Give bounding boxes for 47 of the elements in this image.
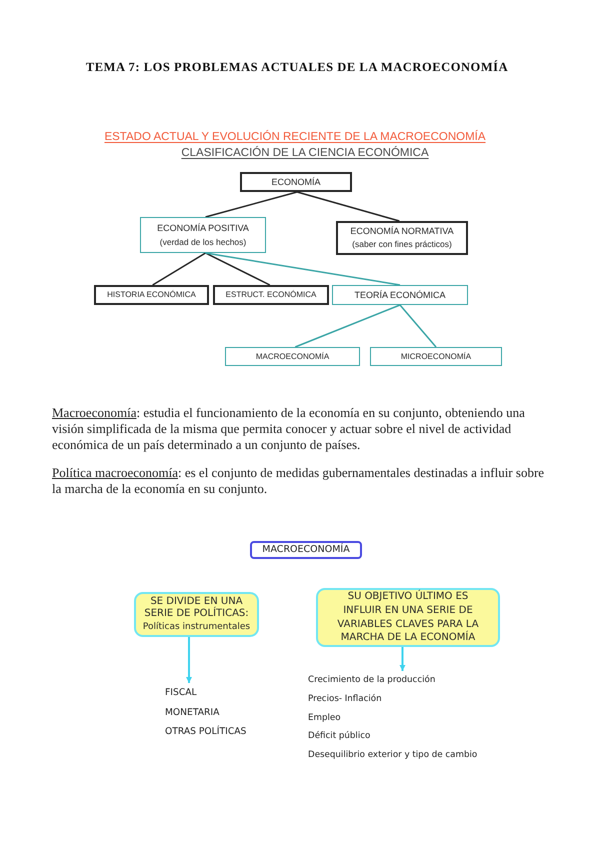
note-subtext: Políticas instrumentales [142,620,250,634]
connector-line [399,304,437,348]
page-title: TEMA 7: LOS PROBLEMAS ACTUALES DE LA MACROECONOMÍA [86,59,508,75]
box-subtitle: (saber con fines prácticos) [352,240,452,250]
connector-line [205,252,270,286]
section-heading: ESTADO ACTUAL Y EVOLUCIÓN RECIENTE DE LA MACROECONOMÍA [104,130,486,144]
concept-box [140,217,266,253]
concept-box [94,285,209,305]
connector-line [296,191,400,222]
box-title: HISTORIA ECONÓMICA [107,290,196,300]
list-item: Desequilibrio exterior y tipo de cambio [308,749,478,762]
arrow [399,647,406,671]
box-title: ESTRUCT. ECONÓMICA [226,290,316,300]
box-title: ECONOMÍA POSITIVA [157,222,249,233]
concept-box [213,285,329,305]
box-title: MICROECONOMÍA [400,352,472,362]
definition-paragraph: Política macroeconomía: es el conjunto de medidas gubernamentales destinadas a influir sobre la marcha de la economía en su conjunto. [52,465,546,497]
section-heading: CLASIFICACIÓN DE LA CIENCIA ECONÓMICA [181,146,429,160]
note-text: SU OBJETIVO ÚLTIMO ES INFLUIR EN UNA SERIE DE VARIABLES CLAVES PARA LA MARCHA DE LA ECONOMÍA [336,590,480,645]
box-title: MACROECONOMÍA [256,352,330,362]
concept-box [336,221,468,255]
list-item: MONETARIA [165,706,220,720]
list-item: OTRAS POLÍTICAS [165,724,246,739]
list-item: FISCAL [165,686,197,700]
box-subtitle: (verdad de los hechos) [160,238,246,248]
note-box [134,592,259,637]
note-box [316,588,500,647]
list-item: Precios- Inflación [308,692,382,706]
concept-box [240,172,352,192]
box-title: TEORÍA ECONÓMICA [354,290,446,300]
box-title: ECONOMÍA [271,176,320,188]
box-title: MACROECONOMÍA [262,544,350,556]
list-item: Crecimiento de la producción [308,674,436,687]
list-item: Empleo [308,712,341,725]
connector-line [152,252,206,286]
note-text: SE DIVIDE EN UNA SERIE DE POLÍTICAS: [143,596,250,621]
connector-line [205,252,400,286]
definition-paragraph: Macroeconomía: estudia el funcionamiento de la economía en su conjunto, obteniendo una visión simplificada de la misma que permita conocer y actuar sobre el nivel de actividad económica de un país determinado a un conjunto de países. [52,405,526,453]
box-title: ECONOMÍA NORMATIVA [350,226,454,237]
concept-box [370,347,502,366]
concept-box [332,285,468,305]
concept-box [225,347,360,366]
arrow [186,637,192,683]
connector-line [205,191,298,218]
connector-line [294,304,400,348]
topic-box [250,541,362,559]
list-item: Déficit público [308,730,370,744]
